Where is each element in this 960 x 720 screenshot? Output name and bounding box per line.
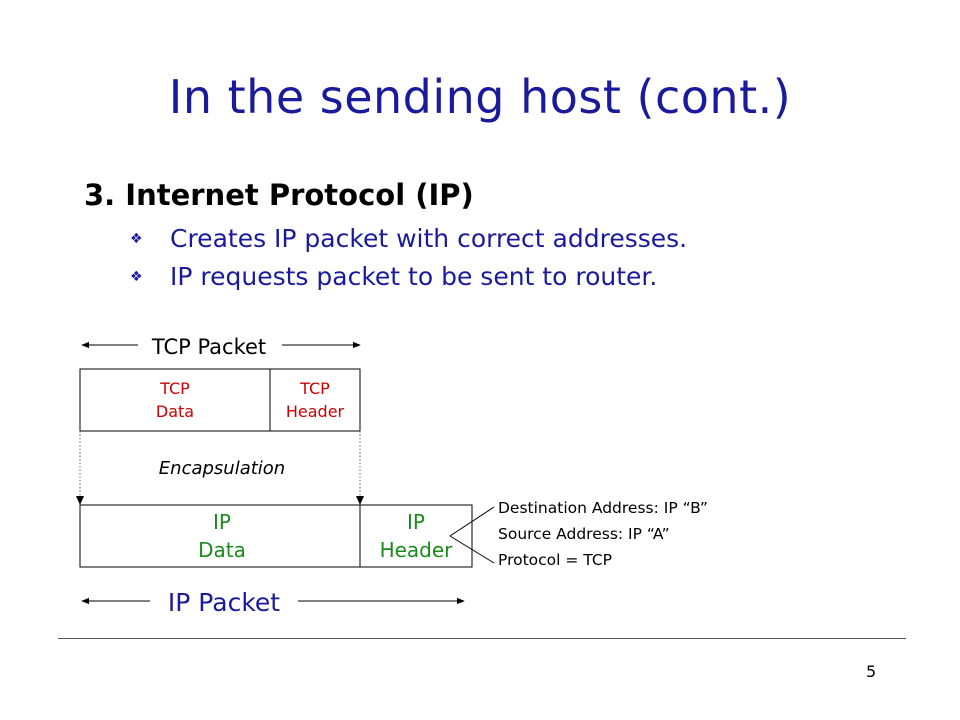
ip-data-text-1: IP bbox=[213, 510, 231, 534]
section-heading: 3. Internet Protocol (IP) bbox=[84, 178, 474, 212]
encapsulation-arrowhead-right bbox=[356, 496, 364, 505]
ip-header-text-2: Header bbox=[380, 538, 454, 562]
bullet-item-2: ❖ IP requests packet to be sent to route… bbox=[130, 262, 657, 291]
ip-data-box bbox=[79, 504, 361, 568]
header-field-source: Source Address: IP “A” bbox=[498, 525, 670, 543]
bullet-text: Creates IP packet with correct addresses… bbox=[170, 224, 688, 253]
ip-data-text-2: Data bbox=[198, 538, 246, 562]
tcp-packet-label: TCP Packet bbox=[151, 335, 266, 359]
ip-packet-label: IP Packet bbox=[168, 588, 280, 617]
encapsulation-arrowhead-left bbox=[76, 496, 84, 505]
header-field-protocol: Protocol = TCP bbox=[498, 551, 612, 569]
diamond-bullet-icon: ❖ bbox=[130, 230, 143, 247]
tcp-header-text-1: TCP bbox=[299, 379, 330, 398]
tcp-header-box bbox=[269, 368, 361, 432]
tcp-header-text-2: Header bbox=[286, 402, 345, 421]
bullet-text: IP requests packet to be sent to router. bbox=[170, 262, 658, 291]
callout-line-top bbox=[449, 506, 495, 537]
tcp-data-text-1: TCP bbox=[159, 379, 190, 398]
callout-line-bottom bbox=[449, 535, 495, 564]
encapsulation-label: Encapsulation bbox=[159, 458, 285, 479]
header-field-destination: Destination Address: IP “B” bbox=[498, 499, 708, 517]
diamond-bullet-icon: ❖ bbox=[130, 268, 143, 285]
ip-header-box bbox=[359, 504, 473, 568]
footer-divider bbox=[58, 638, 906, 639]
ip-header-text-1: IP bbox=[407, 510, 425, 534]
tcp-data-box bbox=[79, 368, 271, 432]
page-number: 5 bbox=[866, 662, 877, 681]
slide-title: In the sending host (cont.) bbox=[168, 70, 792, 124]
bullet-item-1: ❖ Creates IP packet with correct address… bbox=[130, 224, 687, 253]
tcp-data-text-2: Data bbox=[156, 402, 194, 421]
